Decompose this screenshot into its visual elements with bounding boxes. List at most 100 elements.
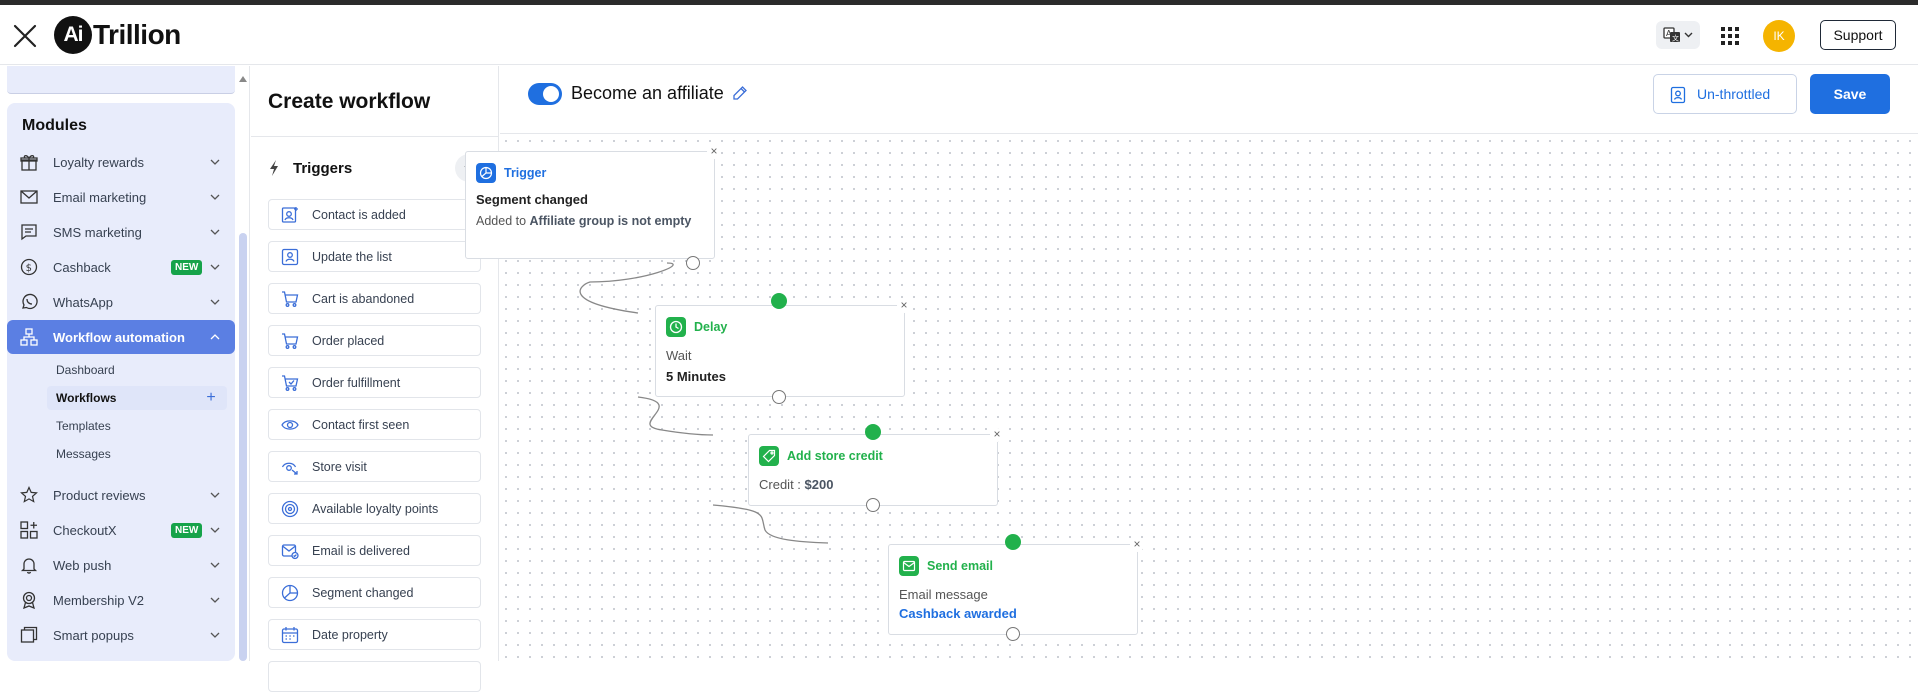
mail-icon [20, 190, 38, 204]
chevron-down-icon [210, 194, 220, 200]
submenu-item-dashboard[interactable]: Dashboard [56, 363, 115, 377]
submenu-item-messages[interactable]: Messages [56, 447, 111, 461]
bolt-icon [270, 160, 278, 176]
add-store-credit-node[interactable]: Add store credit Credit : $200 × [748, 428, 1004, 506]
submenu-item-templates[interactable]: Templates [56, 419, 111, 433]
workflow-icon [20, 328, 38, 346]
close-node-icon[interactable]: × [1130, 538, 1144, 552]
trigger-order-placed[interactable]: Order placed [268, 325, 481, 356]
unthrottled-button[interactable]: Un-throttled [1653, 74, 1797, 114]
sidebar-top-section [7, 66, 235, 94]
email-input-port[interactable] [1005, 534, 1021, 550]
trigger-contact-is-added[interactable]: Contact is added [268, 199, 481, 230]
trigger-label: Order placed [312, 333, 385, 348]
workflow-name: Become an affiliate [571, 83, 724, 103]
sidebar-item-workflow-automation[interactable]: Workflow automation [7, 320, 235, 354]
eye-icon [281, 420, 299, 430]
scroll-up-arrow-icon[interactable] [239, 76, 247, 82]
chevron-down-icon [1684, 32, 1693, 38]
sidebar-item-smart-popups[interactable]: Smart popups [7, 618, 235, 652]
trigger-available-loyalty-points[interactable]: Available loyalty points [268, 493, 481, 524]
chevron-down-icon [210, 159, 220, 165]
sidebar-item-cashback[interactable]: $ Cashback NEW [7, 250, 235, 284]
pencil-icon[interactable] [732, 85, 748, 101]
dollar-circle-icon: $ [20, 258, 38, 276]
credit-output-port[interactable] [866, 498, 880, 512]
trigger-more[interactable] [268, 661, 481, 692]
sidebar-item-web-push[interactable]: Web push [7, 548, 235, 582]
chevron-down-icon [210, 229, 220, 235]
node-detail: Wait [666, 348, 692, 363]
sidebar-item-email-marketing[interactable]: Email marketing [7, 180, 235, 214]
scrollbar-thumb[interactable] [239, 233, 247, 661]
sidebar-item-label: CheckoutX [53, 522, 117, 538]
sidebar-item-sms-marketing[interactable]: SMS marketing [7, 215, 235, 249]
logo-text: Trillion [93, 19, 181, 50]
node-title: Delay [694, 320, 728, 334]
add-workflow-icon[interactable]: + [206, 389, 216, 406]
trigger-node[interactable]: Trigger Segment changed Added to Affilia… [465, 145, 721, 259]
contact-add-icon [281, 207, 298, 223]
close-node-icon[interactable]: × [897, 299, 911, 313]
sidebar-scrollbar[interactable] [239, 66, 247, 661]
app-logo[interactable]: Ai Trillion [54, 15, 181, 55]
node-detail: Credit : $200 [759, 477, 833, 492]
trigger-update-the-list[interactable]: Update the list [268, 241, 481, 272]
workflow-canvas[interactable]: Trigger Segment changed Added to Affilia… [465, 135, 1918, 661]
submenu-item-workflows[interactable]: Workflows [47, 386, 227, 410]
user-avatar[interactable]: IK [1763, 20, 1795, 52]
credit-prefix: Credit : [759, 477, 805, 492]
triggers-section-header[interactable]: Triggers [268, 154, 483, 182]
calendar-icon [281, 627, 299, 644]
email-delivered-icon [281, 544, 299, 560]
chevron-down-icon [210, 264, 220, 270]
sidebar-item-checkoutx[interactable]: CheckoutX NEW [7, 513, 235, 547]
delay-output-port[interactable] [772, 390, 786, 404]
connector-delay-credit [637, 396, 714, 436]
trigger-label: Date property [312, 627, 388, 642]
connector-credit-email [712, 504, 829, 544]
triggers-section-title: Triggers [293, 159, 353, 177]
delay-node[interactable]: Delay Wait 5 Minutes × [655, 299, 911, 397]
top-strip [0, 0, 1918, 5]
close-node-icon[interactable]: × [707, 145, 721, 159]
credit-input-port[interactable] [865, 424, 881, 440]
trigger-email-is-delivered[interactable]: Email is delivered [268, 535, 481, 566]
trigger-contact-first-seen[interactable]: Contact first seen [268, 409, 481, 440]
workflow-enabled-toggle[interactable] [528, 83, 562, 105]
trigger-output-port[interactable] [686, 256, 700, 270]
unthrottled-label: Un-throttled [1697, 86, 1771, 102]
email-message-link[interactable]: Cashback awarded [899, 606, 1017, 621]
translate-icon: A 文 [1663, 27, 1680, 43]
trigger-store-visit[interactable]: Store visit [268, 451, 481, 482]
trigger-order-fulfillment[interactable]: Order fulfillment [268, 367, 481, 398]
app-header: Ai Trillion A 文 IK Support [0, 5, 1918, 65]
node-detail: Segment changed [476, 192, 588, 207]
trigger-date-property[interactable]: Date property [268, 619, 481, 650]
node-connectors [579, 262, 829, 544]
node-title: Add store credit [787, 449, 883, 463]
sidebar-item-membership-v2[interactable]: Membership V2 [7, 583, 235, 617]
trigger-segment-changed[interactable]: Segment changed [268, 577, 481, 608]
sidebar-item-loyalty-rewards[interactable]: Loyalty rewards [7, 145, 235, 179]
apps-grid-icon[interactable] [1719, 25, 1741, 47]
close-node-icon[interactable]: × [990, 428, 1004, 442]
node-value: 5 Minutes [666, 369, 726, 384]
sidebar-item-whatsapp[interactable]: WhatsApp [7, 285, 235, 319]
support-button[interactable]: Support [1820, 20, 1896, 50]
logo-mark: Ai [54, 16, 92, 54]
trigger-cart-is-abandoned[interactable]: Cart is abandoned [268, 283, 481, 314]
email-output-port[interactable] [1006, 627, 1020, 641]
chevron-down-icon [210, 562, 220, 568]
delay-input-port[interactable] [771, 293, 787, 309]
award-icon [22, 591, 36, 609]
save-button[interactable]: Save [1810, 74, 1890, 114]
contact-card-icon [281, 248, 299, 266]
sidebar-item-product-reviews[interactable]: Product reviews [7, 478, 235, 512]
close-icon[interactable] [12, 23, 38, 49]
popup-icon [20, 626, 38, 643]
sidebar-item-label: SMS marketing [53, 224, 142, 240]
connector-trigger-delay [579, 262, 674, 314]
language-button[interactable]: A 文 [1656, 21, 1700, 49]
send-email-node[interactable]: Send email Email message Cashback awarde… [888, 538, 1144, 635]
